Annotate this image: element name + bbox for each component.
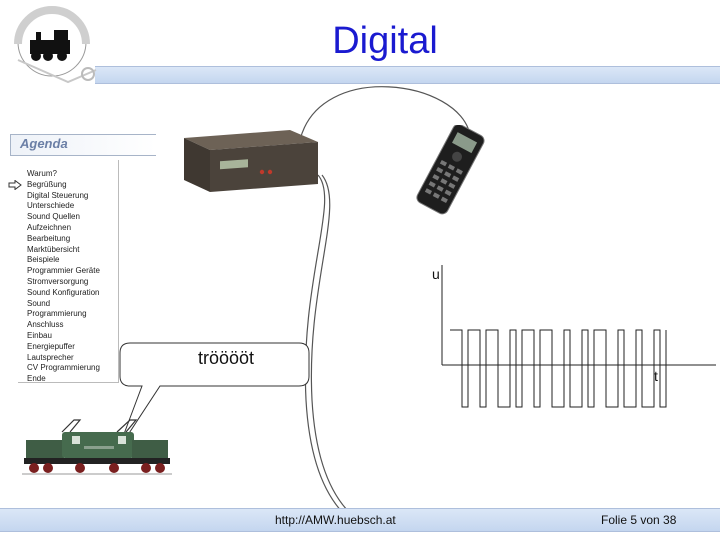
agenda-item[interactable]: Lautsprecher [27, 352, 74, 362]
agenda-item[interactable]: Bearbeitung [27, 233, 71, 243]
agenda-list: Warum? Begrüßung Digital Steuerung Unter… [27, 169, 100, 385]
header-band [95, 66, 720, 84]
agenda-tab [10, 134, 156, 156]
footer-url[interactable]: http://AMW.huebsch.at [275, 513, 396, 527]
agenda-item[interactable]: Beispiele [27, 255, 60, 265]
slide-counter: Folie 5 von 38 [601, 513, 677, 527]
agenda-item[interactable]: Begrüßung [27, 179, 67, 189]
agenda-item[interactable]: Sound Quellen [27, 212, 80, 222]
hand-controller [416, 125, 485, 215]
agenda-item[interactable]: Unterschiede [27, 201, 75, 211]
axis-label-t: t [654, 368, 658, 384]
axis-label-u: u [432, 266, 440, 282]
agenda-item[interactable]: Einbau [27, 330, 52, 340]
agenda-item[interactable]: Ende [27, 374, 46, 384]
footer-band [0, 508, 720, 532]
agenda-item[interactable]: Anschluss [27, 320, 64, 330]
agenda-frame [18, 160, 119, 383]
agenda-item[interactable]: Marktübersicht [27, 244, 80, 254]
slide-title: Digital [332, 20, 438, 62]
agenda-title: Agenda [20, 136, 68, 151]
agenda-item[interactable]: Energiepuffer [27, 341, 75, 351]
agenda-item-current[interactable]: Digital Steuerung [27, 190, 89, 200]
amw-logo [14, 6, 97, 84]
agenda-item[interactable]: CV Programmierung [27, 363, 100, 373]
current-item-arrow-icon [8, 180, 22, 190]
agenda-item[interactable]: Stromversorgung [27, 276, 89, 286]
locomotive-image [22, 419, 172, 475]
agenda-item[interactable]: Sound [27, 298, 51, 308]
agenda-item[interactable]: Sound Konfiguration [27, 287, 100, 297]
agenda-item[interactable]: Programmierung [27, 309, 87, 319]
digital-signal-diagram [441, 265, 716, 408]
digital-central-unit [184, 130, 318, 192]
sound-callout [117, 342, 310, 451]
agenda-item[interactable]: Warum? [27, 169, 57, 178]
callout-text: trööööt [198, 348, 255, 368]
agenda-item[interactable]: Programmier Geräte [27, 266, 100, 276]
agenda-item[interactable]: Aufzeichnen [27, 222, 72, 232]
